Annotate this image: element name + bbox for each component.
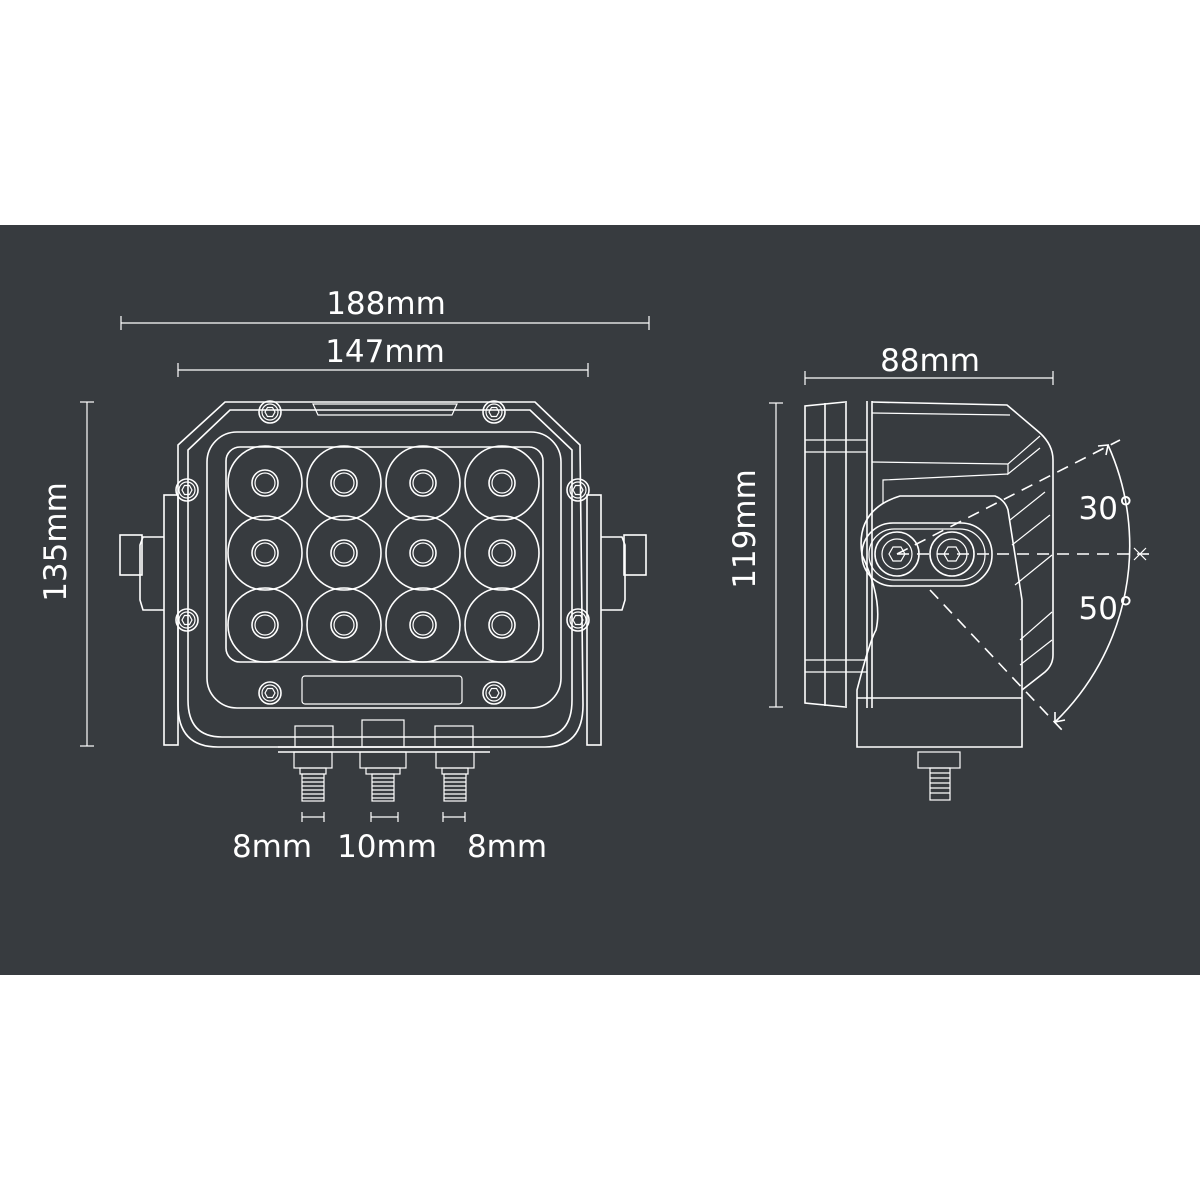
arrow-down-icon: [1054, 712, 1066, 723]
hex-screw-icon: [175, 608, 199, 632]
bottom-label-plate: [301, 675, 463, 705]
terminal-left-label: 8mm: [232, 829, 312, 865]
led-panel: [225, 446, 544, 663]
inner-bezel: [206, 431, 562, 709]
overall-width-label: 188mm: [326, 286, 446, 322]
terminal-studs: [293, 751, 475, 802]
tilt-down-label: 50°: [1079, 591, 1134, 627]
hex-screw-icon: [258, 681, 282, 705]
hex-screw-icon: [482, 400, 506, 424]
top-label-plate: [312, 403, 458, 416]
terminal-stud: [435, 751, 475, 802]
bolt-slot: [861, 522, 993, 587]
housing-side: [871, 401, 1054, 691]
hex-screw-icon: [566, 478, 590, 502]
tilt-arc: [1054, 444, 1131, 723]
housing-outline: [177, 401, 584, 748]
led-reflector: [227, 445, 303, 521]
side-view: 88mm 119mm: [727, 343, 1155, 801]
led-reflector: [227, 587, 303, 663]
mount-arm: [856, 495, 1023, 748]
side-height-label: 119mm: [727, 469, 763, 589]
led-reflector: [385, 445, 461, 521]
led-reflector: [306, 445, 382, 521]
hex-screw-icon: [566, 608, 590, 632]
terminal-block: [278, 719, 490, 753]
arrow-up-icon: [1097, 444, 1109, 456]
depth-label: 88mm: [880, 343, 980, 379]
led-reflector: [385, 587, 461, 663]
terminal-center-label: 10mm: [337, 829, 437, 865]
lens-width-label: 147mm: [325, 334, 445, 370]
front-view: 188mm 147mm 135mm: [38, 286, 650, 865]
dim-depth: 88mm: [804, 343, 1054, 385]
terminal-dimensions: 8mm 10mm 8mm: [232, 812, 547, 865]
led-array: [227, 445, 540, 663]
led-reflector: [464, 515, 540, 591]
led-reflector: [385, 515, 461, 591]
dim-lens-width: 147mm: [177, 334, 589, 377]
tilt-indicator: 30° 50°: [896, 439, 1155, 731]
side-terminal: [917, 751, 961, 801]
mount-bracket-left: [119, 494, 179, 746]
hex-screw-icon: [258, 400, 282, 424]
dim-side-height: 119mm: [727, 402, 783, 708]
screw-set: [175, 400, 590, 705]
terminal-right-label: 8mm: [467, 829, 547, 865]
dim-height: 135mm: [38, 401, 94, 747]
tilt-down-line: [929, 589, 1063, 731]
hex-screw-icon: [482, 681, 506, 705]
mount-bracket-right: [586, 494, 647, 746]
tilt-up-label: 30°: [1079, 491, 1134, 527]
terminal-stud: [293, 751, 333, 802]
tilt-up-line: [896, 439, 1121, 555]
height-label: 135mm: [38, 482, 74, 602]
led-reflector: [227, 515, 303, 591]
terminal-stud: [359, 751, 407, 802]
led-reflector: [464, 445, 540, 521]
dim-overall-width: 188mm: [120, 286, 650, 330]
led-reflector: [464, 587, 540, 663]
hex-screw-icon: [175, 478, 199, 502]
led-reflector: [306, 515, 382, 591]
dark-background-band: [0, 225, 1200, 975]
led-reflector: [306, 587, 382, 663]
